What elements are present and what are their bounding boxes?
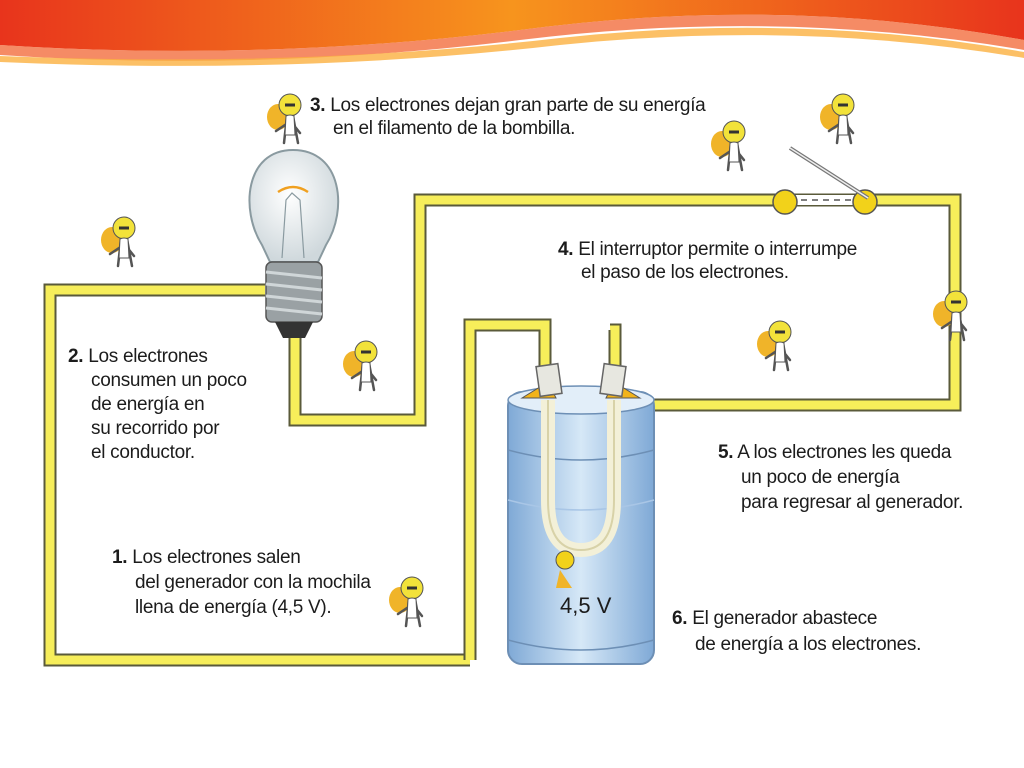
step-number: 2. (68, 346, 84, 367)
caption-step-6: 6. El generador abastece de energía a lo… (672, 606, 921, 658)
step-number: 5. (718, 442, 734, 463)
battery-icon (507, 362, 655, 665)
caption-line: para regresar al generador. (741, 492, 964, 513)
caption-line: un poco de energía (741, 467, 900, 488)
electron-character-icon (755, 319, 793, 372)
step-number: 1. (112, 547, 128, 568)
electron-character-icon (265, 92, 303, 145)
step-number: 6. (672, 608, 688, 629)
electron-character-icon (709, 119, 747, 172)
electron-character-icon (387, 575, 425, 628)
caption-line: del generador con la mochila (135, 572, 371, 593)
caption-line: Los electrones dejan gran parte de su en… (330, 95, 706, 116)
electron-character-icon (341, 339, 379, 392)
caption-line: Los electrones (88, 346, 208, 367)
switch-icon (772, 146, 878, 215)
electron-character-icon (99, 215, 137, 268)
caption-line: su recorrido por (91, 418, 220, 439)
caption-step-2: 2. Los electrones consumen un poco de en… (68, 345, 247, 465)
step-number: 4. (558, 239, 574, 260)
caption-step-5: 5. A los electrones les queda un poco de… (718, 440, 963, 515)
caption-line: de energía a los electrones. (695, 634, 922, 655)
electron-character-icon (931, 289, 969, 342)
caption-line: consumen un poco (91, 370, 247, 391)
circuit-wire (43, 193, 962, 667)
caption-step-4: 4. El interruptor permite o interrumpe e… (558, 238, 857, 284)
caption-line: El generador abastece (692, 608, 878, 629)
caption-line: A los electrones les queda (737, 442, 952, 463)
caption-line: de energía en (91, 394, 205, 415)
caption-line: El interruptor permite o interrumpe (578, 239, 858, 260)
light-bulb-icon (248, 148, 340, 338)
caption-line: Los electrones salen (132, 547, 301, 568)
electron-character-icon (818, 92, 856, 145)
caption-step-3: 3. Los electrones dejan gran parte de su… (310, 94, 706, 140)
step-number: 3. (310, 95, 326, 116)
header-banner (0, 0, 1024, 66)
caption-line: en el filamento de la bombilla. (333, 118, 576, 139)
caption-line: llena de energía (4,5 V). (135, 597, 332, 618)
caption-line: el conductor. (91, 442, 195, 463)
battery-voltage-label: 4,5 V (560, 593, 612, 618)
caption-step-1: 1. Los electrones salen del generador co… (112, 545, 371, 620)
caption-line: el paso de los electrones. (581, 262, 789, 283)
